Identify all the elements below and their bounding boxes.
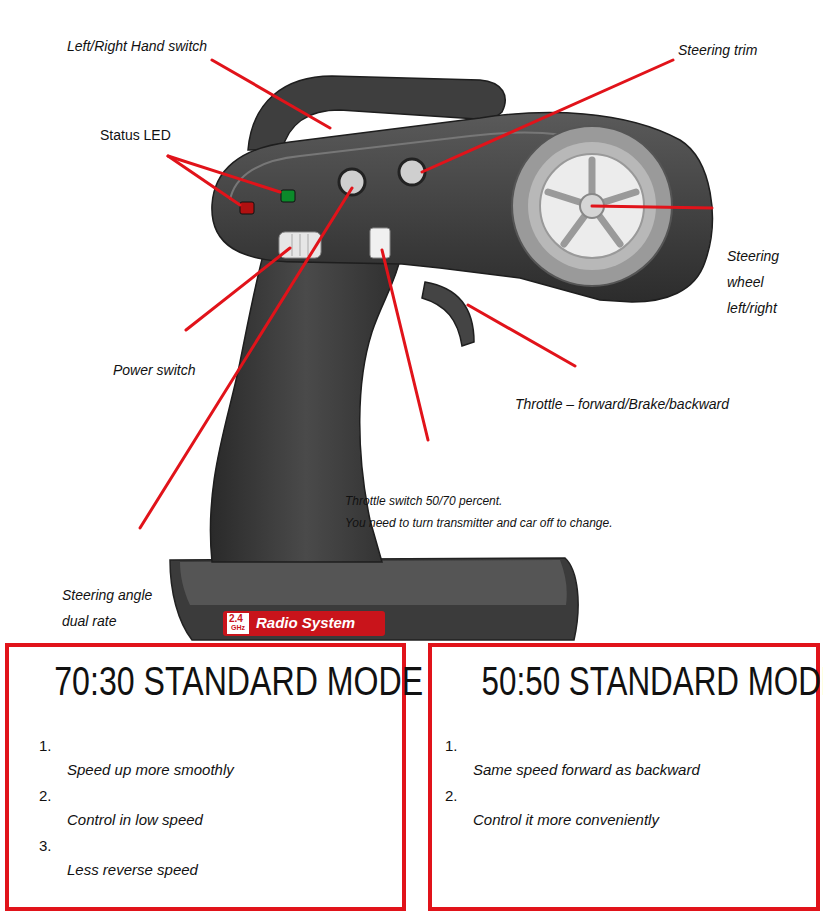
leader-line <box>422 60 673 172</box>
part-label: Left/Right Hand switch <box>67 38 207 55</box>
logo-text: GHz <box>231 624 245 632</box>
part-label: Status LED <box>100 127 171 144</box>
leader-line <box>140 188 352 528</box>
part-label: Throttle – forward/Brake/backward <box>515 396 729 413</box>
list-number: 2. <box>445 787 458 804</box>
list-item: Control it more conveniently <box>473 811 659 828</box>
leader-line <box>168 156 280 192</box>
leader-line <box>168 156 240 205</box>
leader-line <box>212 60 330 128</box>
list-number: 1. <box>39 737 52 754</box>
part-label: Steering wheel left/right <box>727 243 791 321</box>
list-item: Speed up more smoothly <box>67 761 234 778</box>
mode-box: 70:30 STANDARD MODE1.Speed up more smoot… <box>5 643 406 911</box>
leader-line <box>592 206 712 208</box>
mode-box: 50:50 STANDARD MODE 1. Same speed forward … <box>428 643 820 911</box>
logo-text: 2.4 <box>229 613 243 625</box>
box-title: 70:30 STANDARD MODE <box>54 659 423 704</box>
leader-line <box>186 248 290 330</box>
part-label: You need to turn transmitter and car off… <box>345 516 613 530</box>
list-item: Control in low speed <box>67 811 203 828</box>
list-item: Less reverse speed <box>67 861 198 878</box>
list-number: 2. <box>39 787 52 804</box>
list-number: 3. <box>39 837 52 854</box>
leader-line <box>468 305 575 366</box>
list-number: 1. <box>445 737 458 754</box>
logo-text: Radio System <box>256 614 355 632</box>
part-label: Steering trim <box>678 42 757 59</box>
box-title: 50:50 STANDARD MODE <box>482 659 823 704</box>
list-item: Same speed forward as backward <box>473 761 700 778</box>
leader-line <box>382 250 428 440</box>
part-label: Power switch <box>113 362 195 379</box>
part-label: Throttle switch 50/70 percent. <box>345 494 502 508</box>
part-label: Steering angle dual rate <box>62 582 166 634</box>
